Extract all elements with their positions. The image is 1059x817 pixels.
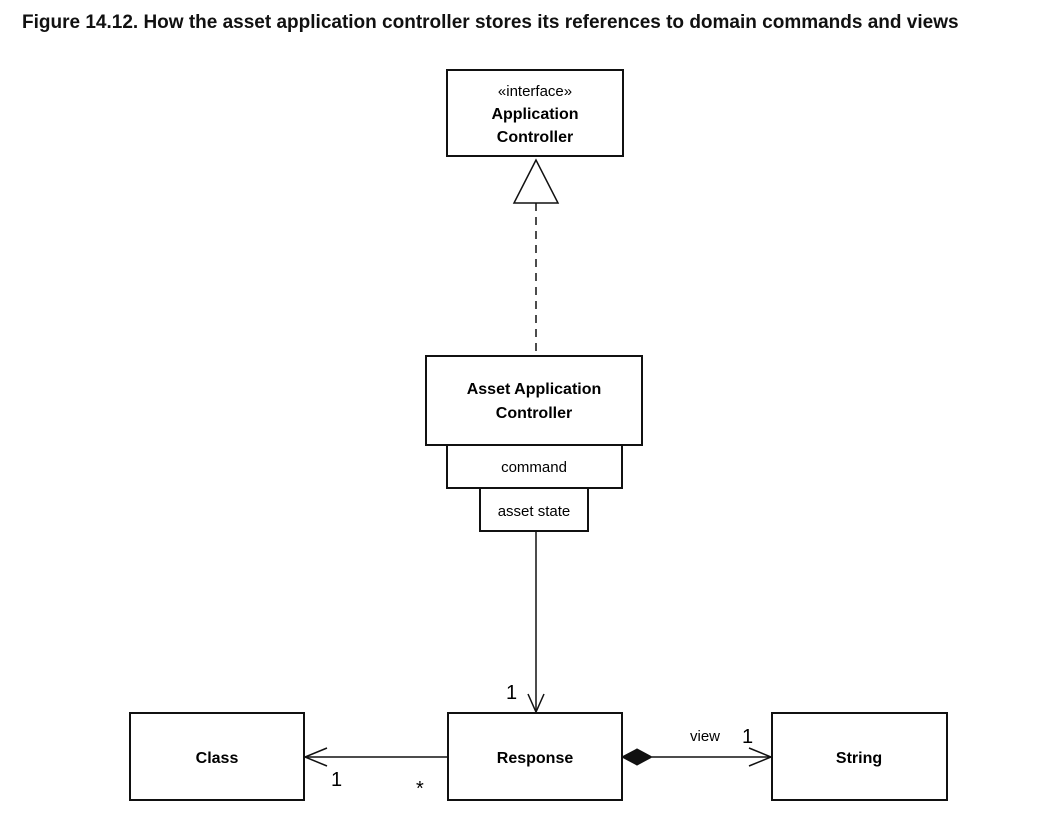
realization-arrow: [512, 158, 560, 356]
string-class[interactable]: String: [771, 712, 948, 801]
stereotype-label: «interface»: [498, 83, 572, 100]
association-qualifier-response: 1: [506, 531, 545, 714]
qualifier-asset-state[interactable]: asset state: [479, 487, 589, 532]
role-view-label: view: [690, 728, 720, 745]
asset-application-controller-class[interactable]: Asset Application Controller: [425, 355, 643, 446]
response-class[interactable]: Response: [447, 712, 623, 801]
multiplicity-string-one: 1: [742, 726, 753, 748]
app-controller-name-line2: Controller: [497, 129, 573, 146]
application-controller-class[interactable]: «interface» Application Controller: [446, 69, 624, 157]
association-response-class: 1 *: [303, 747, 448, 800]
multiplicity-response-one: 1: [506, 682, 517, 704]
asset-controller-name-line2: Controller: [496, 405, 572, 422]
asset-controller-name-line1: Asset Application: [467, 381, 602, 398]
qualifier-command-label: command: [501, 459, 567, 476]
class-class[interactable]: Class: [129, 712, 305, 801]
multiplicity-class-one: 1: [331, 769, 342, 791]
multiplicity-response-many: *: [416, 778, 424, 800]
response-name: Response: [497, 750, 574, 767]
composition-response-string: view 1: [620, 726, 773, 767]
qualifier-asset-state-label: asset state: [498, 503, 571, 520]
qualifier-command[interactable]: command: [446, 444, 623, 489]
class-name: Class: [196, 750, 239, 767]
figure-title: Figure 14.12. How the asset application …: [22, 12, 959, 33]
composition-diamond: [620, 748, 654, 766]
string-name: String: [836, 750, 882, 767]
app-controller-name-line1: Application: [491, 106, 578, 123]
